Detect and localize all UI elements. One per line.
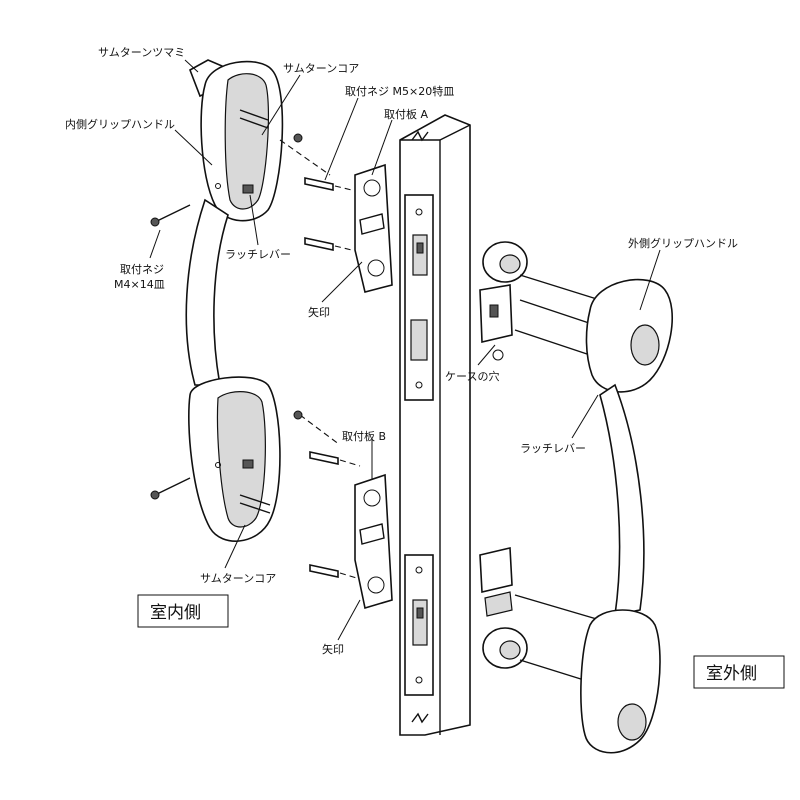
label-case-hole: ケースの穴 <box>445 369 499 383</box>
mount-plate-a <box>354 163 393 293</box>
label-mount-screw-m4-2: M4×14皿 <box>114 278 165 291</box>
label-mount-screw-m5: 取付ネジ M5×20特皿 <box>345 84 454 98</box>
label-mount-plate-b: 取付板 B <box>342 429 386 443</box>
label-latch-lever-outer: ラッチレバー <box>520 442 586 455</box>
outdoor-side-box: 室外側 <box>693 655 785 689</box>
label-thumbturn-core-bottom: サムターンコア <box>200 572 276 585</box>
label-outer-grip-handle: 外側グリップハンドル <box>628 236 738 250</box>
mount-plate-b <box>354 473 393 610</box>
m4-screws <box>150 204 191 500</box>
door-edge <box>399 114 471 736</box>
label-inner-grip-handle: 内側グリップハンドル <box>65 117 175 131</box>
label-mount-screw-m4-1: 取付ネジ <box>120 263 164 276</box>
outer-grip-handle <box>479 241 673 754</box>
label-indoor-side: 室内側 <box>150 603 201 623</box>
label-mount-plate-a: 取付板 A <box>384 107 428 121</box>
label-thumbturn-knob: サムターンツマミ <box>98 46 185 59</box>
label-arrow-mark-bottom: 矢印 <box>322 642 344 656</box>
label-outdoor-side: 室外側 <box>706 664 757 684</box>
m5-screws <box>279 133 361 580</box>
inner-grip-handle <box>185 59 284 542</box>
label-arrow-mark-top: 矢印 <box>308 305 330 319</box>
label-thumbturn-core-top: サムターンコア <box>283 62 359 75</box>
indoor-side-box: 室内側 <box>137 594 229 628</box>
labels: サムターンツマミ サムターンコア 取付ネジ M5×20特皿 取付板 A 内側グリ… <box>65 46 738 656</box>
label-latch-lever-inner: ラッチレバー <box>225 248 291 261</box>
leader-lines <box>149 59 661 641</box>
